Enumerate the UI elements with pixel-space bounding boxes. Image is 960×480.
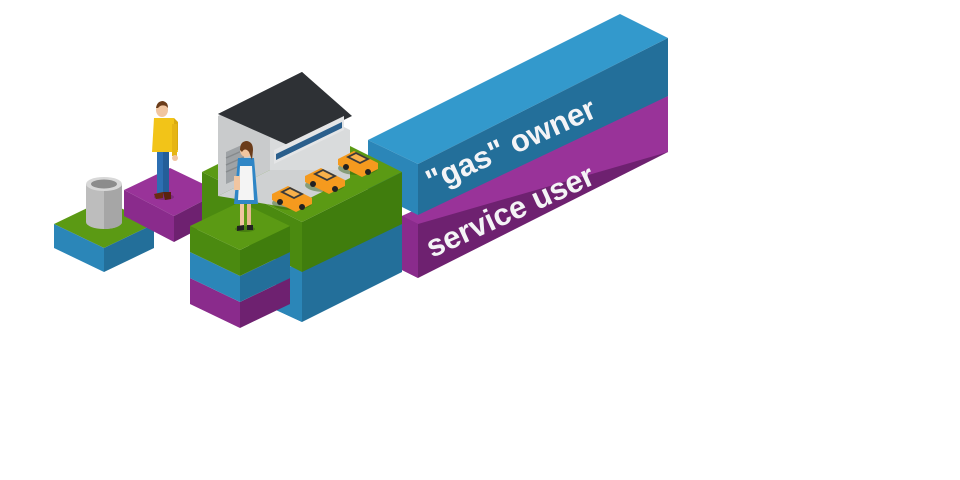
front-stack [190, 202, 290, 328]
silo-icon [86, 177, 122, 229]
person-icon [152, 101, 178, 200]
car-icon [272, 186, 312, 212]
car-icon [305, 168, 345, 194]
woman-icon [234, 141, 258, 232]
car-icon [338, 151, 378, 177]
